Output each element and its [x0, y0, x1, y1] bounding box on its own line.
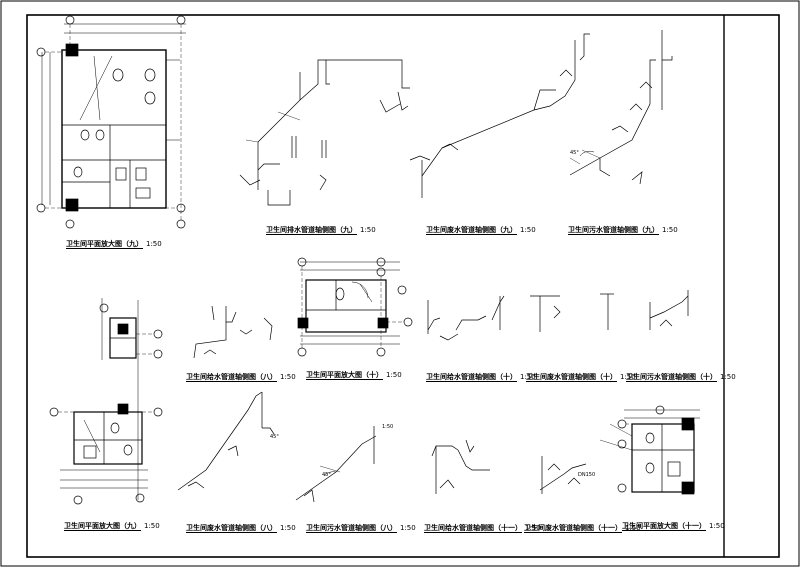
caption-title: 卫生间平面放大图（九）: [64, 522, 141, 530]
caption-title: 卫生间排水管道轴侧图（九）: [266, 226, 357, 234]
caption-scale: 1:50: [709, 522, 725, 530]
caption-title: 卫生间污水管道轴侧图（十）: [626, 373, 717, 381]
caption-drain-8: 卫生间给水管道轴侧图（八）1:50: [186, 373, 296, 382]
drawing-border: [26, 14, 780, 558]
sewage-9-isometric: [569, 30, 673, 185]
scale-note: 1:50: [382, 424, 394, 430]
caption-scale: 1:50: [400, 524, 416, 532]
caption-scale: 1:50: [280, 524, 296, 532]
plan-9-top: [36, 15, 186, 229]
caption-scale: 1:50: [280, 373, 296, 381]
caption-scale: 1:50: [520, 226, 536, 234]
drain-8-isometric: [193, 305, 273, 359]
caption-drain-9: 卫生间排水管道轴侧图（九）1:50: [266, 226, 376, 235]
waste-9-isometric: [409, 33, 590, 198]
caption-title: 卫生间污水管道轴侧图（八）: [306, 524, 397, 532]
caption-scale: 1:50: [360, 226, 376, 234]
waste-11-isometric: [539, 456, 587, 494]
sewage-8-isometric: [295, 426, 377, 503]
plan-9-bottom: [49, 298, 163, 505]
caption-title: 卫生间给水管道轴侧图（十）: [426, 373, 517, 381]
caption-title: 卫生间污水管道轴侧图（九）: [568, 226, 659, 234]
caption-plan-11: 卫生间平面放大图（十一）1:50: [622, 522, 725, 531]
caption-waste-8: 卫生间废水管道轴侧图（八）1:50: [186, 524, 296, 533]
caption-scale: 1:50: [146, 240, 162, 248]
angle-note: 45°: [322, 472, 331, 478]
caption-plan-9-top: 卫生间平面放大图（九）1:50: [66, 240, 162, 249]
angle-note: 45°: [270, 434, 279, 440]
caption-waste-9: 卫生间废水管道轴侧图（九）1:50: [426, 226, 536, 235]
caption-plan-9-bottom: 卫生间平面放大图（九）1:50: [64, 522, 160, 531]
supply-10-isometric: [427, 295, 505, 341]
caption-waste-10: 卫生间废水管道轴侧图（十）1:50: [526, 373, 636, 382]
sewage-10-isometric: [649, 290, 689, 330]
caption-title: 卫生间废水管道轴侧图（八）: [186, 524, 277, 532]
caption-supply-10: 卫生间给水管道轴侧图（十）1:50: [426, 373, 536, 382]
pipe-size-note: DN150: [578, 472, 596, 478]
caption-sewage-10: 卫生间污水管道轴侧图（十）1:50: [626, 373, 736, 382]
caption-supply-11: 卫生间给水管道轴侧图（十一）1:50: [424, 524, 541, 533]
caption-plan-10: 卫生间平面放大图（十）1:50: [306, 371, 402, 380]
caption-scale: 1:50: [520, 373, 536, 381]
waste-10-isometric: [530, 293, 614, 332]
caption-title: 卫生间废水管道轴侧图（十）: [526, 373, 617, 381]
caption-title: 卫生间给水管道轴侧图（八）: [186, 373, 277, 381]
caption-scale: 1:50: [144, 522, 160, 530]
caption-waste-11: 卫生间废水管道轴侧图（十一）1:50: [524, 524, 641, 533]
caption-scale: 1:50: [720, 373, 736, 381]
caption-title: 卫生间给水管道轴侧图（十一）: [424, 524, 522, 532]
plan-10: [297, 257, 413, 357]
caption-scale: 1:50: [620, 373, 636, 381]
angle-note: 45°: [570, 150, 579, 156]
caption-sewage-8: 卫生间污水管道轴侧图（八）1:50: [306, 524, 416, 533]
caption-sewage-9: 卫生间污水管道轴侧图（九）1:50: [568, 226, 678, 235]
supply-11-isometric: [431, 439, 490, 494]
caption-scale: 1:50: [525, 524, 541, 532]
caption-scale: 1:50: [662, 226, 678, 234]
drain-9-isometric: [239, 59, 410, 206]
caption-scale: 1:50: [625, 524, 641, 532]
caption-title: 卫生间平面放大图（十）: [306, 371, 383, 379]
waste-8-isometric: [177, 391, 275, 491]
caption-title: 卫生间废水管道轴侧图（九）: [426, 226, 517, 234]
caption-scale: 1:50: [386, 371, 402, 379]
caption-title: 卫生间废水管道轴侧图（十一）: [524, 524, 622, 532]
caption-title: 卫生间平面放大图（十一）: [622, 522, 706, 530]
caption-title: 卫生间平面放大图（九）: [66, 240, 143, 248]
